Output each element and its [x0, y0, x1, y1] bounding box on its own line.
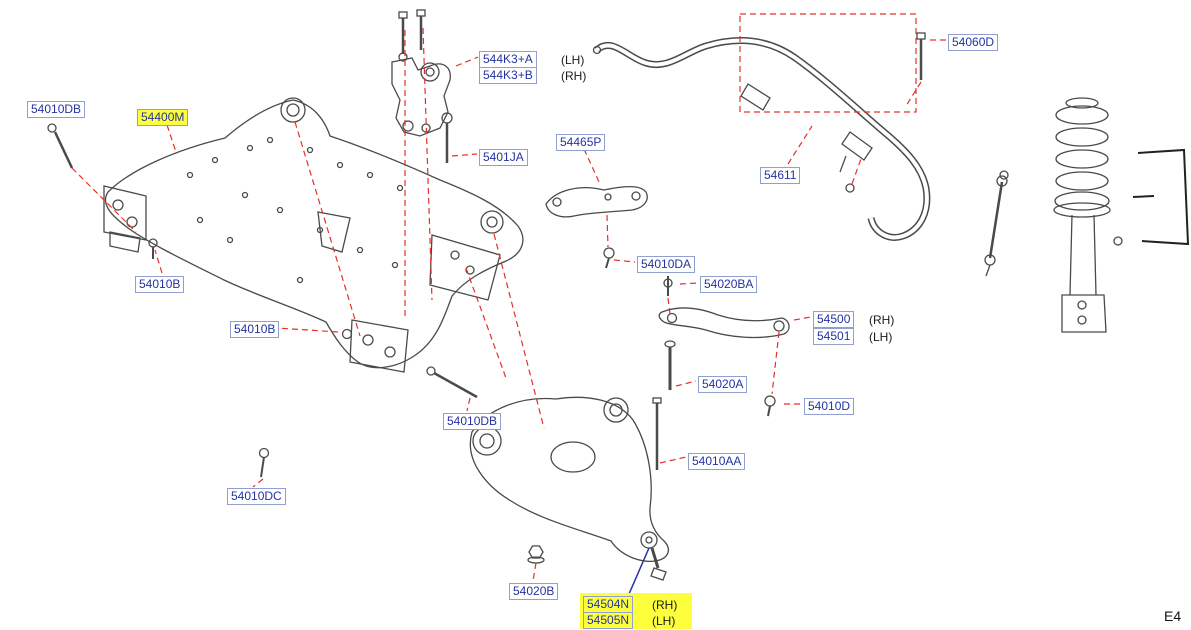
part-label-54010AA[interactable]: 54010AA [688, 453, 746, 470]
highlight-callout-line [628, 547, 650, 595]
part-label-54010D[interactable]: 54010D [804, 398, 855, 415]
part-label-54020BA[interactable]: 54020BA [700, 276, 758, 293]
part-label-544K3A[interactable]: 544K3+A [479, 51, 537, 68]
part-label-5401JA[interactable]: 5401JA [479, 149, 528, 166]
part-label-54500[interactable]: 54500 [813, 311, 855, 328]
sheet-code: E4 [1164, 608, 1182, 624]
part-label-54010DC[interactable]: 54010DC [227, 488, 286, 505]
part-label-54060D[interactable]: 54060D [948, 34, 999, 51]
support-bracket-54465p-drawing [545, 185, 648, 218]
part-label-54010DB-2[interactable]: 54010DB [443, 413, 502, 430]
stabilizer-link-drawing [984, 170, 1009, 277]
part-label-54010B-2[interactable]: 54010B [230, 321, 280, 338]
part-label-54504N[interactable]: 54504N [583, 596, 634, 613]
connecting-bracket-54500-drawing [658, 307, 790, 339]
part-label-54505N[interactable]: 54505N [583, 612, 634, 629]
side-note-lh-54501: (LH) [869, 330, 893, 344]
part-label-54465P[interactable]: 54465P [556, 134, 606, 151]
part-label-544K3B[interactable]: 544K3+B [479, 67, 537, 84]
side-note-rh-54500: (RH) [869, 313, 895, 327]
strut-assembly-drawing [1053, 97, 1123, 333]
part-label-54010DA[interactable]: 54010DA [637, 256, 696, 273]
part-label-54010DB-1[interactable]: 54010DB [27, 101, 86, 118]
engine-mount-bracket-drawing [391, 57, 451, 137]
part-label-54010B-1[interactable]: 54010B [135, 276, 185, 293]
right-margin-bracket [1132, 148, 1190, 246]
part-label-54400M[interactable]: 54400M [137, 109, 189, 126]
leader-lines [71, 13, 946, 582]
part-label-54501[interactable]: 54501 [813, 328, 855, 345]
part-label-54020A[interactable]: 54020A [698, 376, 748, 393]
part-label-54020B[interactable]: 54020B [509, 583, 559, 600]
side-note-lh-54505N: (LH) [652, 614, 676, 628]
side-note-lh-544K3A: (LH) [561, 53, 585, 67]
part-label-54611[interactable]: 54611 [760, 167, 801, 184]
fasteners-drawing [47, 9, 926, 564]
side-note-rh-544K3B: (RH) [561, 69, 587, 83]
stabilizer-bar-drawing [592, 37, 931, 241]
side-note-rh-54504N: (RH) [652, 598, 678, 612]
lower-control-arm-drawing [469, 396, 670, 581]
